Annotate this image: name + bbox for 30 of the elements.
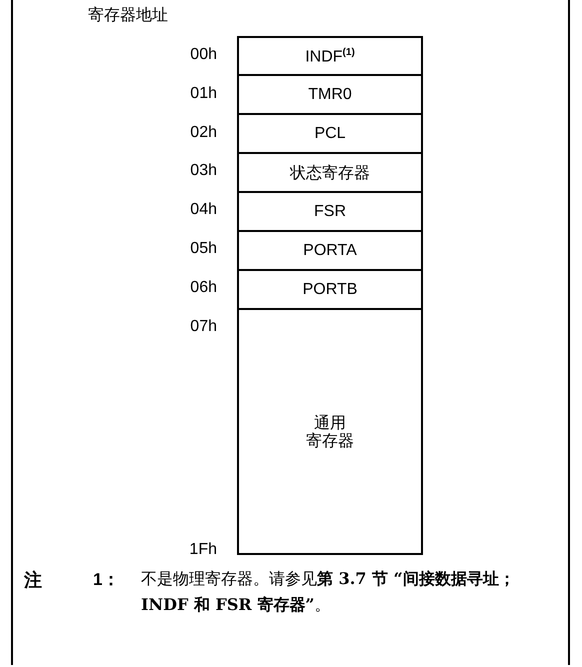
register-name: PORTA [303,242,357,260]
address-label: 00h [190,46,217,64]
register-name: 状态寄存器 [290,164,370,182]
address-label: 04h [190,201,217,219]
address-heading: 寄存器地址 [88,5,168,26]
address-label: 02h [190,124,217,142]
register-cell [237,269,423,310]
register-name: INDF$^{(1)}$ [305,46,355,66]
register-name: 通用 [314,414,346,432]
register-name: TMR0 [308,86,352,104]
register-cell [237,191,423,232]
note-marker: 注 [24,569,42,592]
register-cell [237,36,423,76]
note-text: 不是物理寄存器。请参见第 3.7 节 “间接数据寻址； INDF 和 FSR 寄存器”。 [141,568,516,616]
register-name: PCL [314,124,346,142]
register-name: 寄存器 [306,432,354,450]
register-cell [237,230,423,271]
register-name: FSR [314,202,346,220]
register-cell [237,74,423,115]
register-cell [237,152,423,193]
address-label: 05h [190,240,217,258]
register-cell [237,113,423,154]
address-label: 07h [190,318,217,336]
register-cell [237,308,423,555]
address-label: 06h [190,279,217,297]
address-label: 01h [190,85,217,103]
address-label: 03h [190,162,217,180]
address-label: 1Fh [189,541,217,559]
note-number: 1： [93,569,120,591]
register-name: PORTB [302,280,358,298]
